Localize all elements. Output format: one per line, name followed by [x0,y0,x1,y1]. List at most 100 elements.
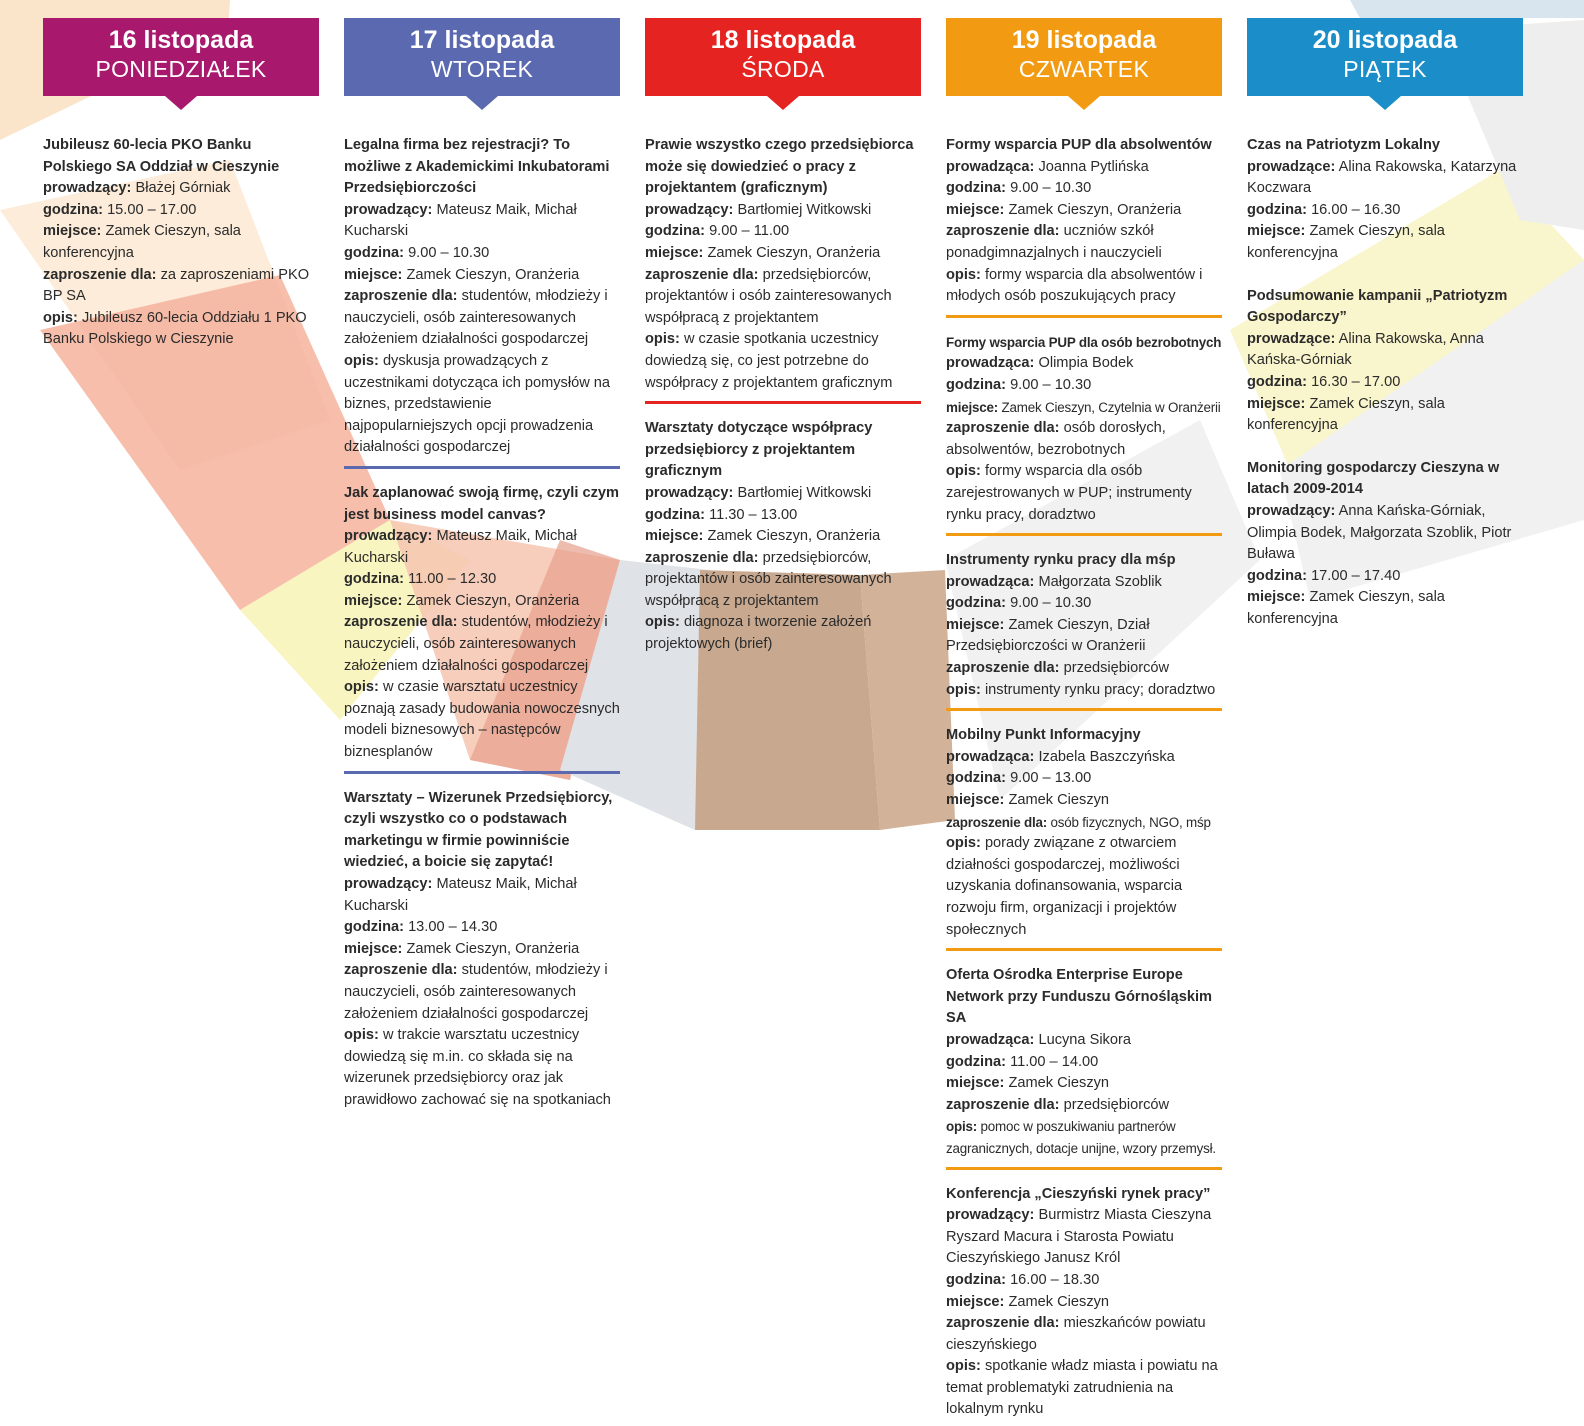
event-title: Jubileusz 60-lecia PKO Banku Polskiego S… [43,137,280,175]
place-label: miejsce: [946,399,998,415]
host-label: prowadząca: [946,1031,1035,1048]
event-title: Czas na Patriotyzm Lokalny [1247,137,1441,153]
event-invite: uczniów szkół ponadgimnazjalnych i naucz… [946,223,1162,261]
time-label: godzina: [1247,201,1307,218]
event-host: Izabela Baszczyńska [1038,748,1175,765]
event-desc: formy wsparcia dla osób zarejestrowanych… [946,463,1192,523]
event-item: Jubileusz 60-lecia PKO Banku Polskiego S… [43,135,319,351]
day-date: 20 listopada [1312,26,1458,54]
desc-label: opis: [645,614,680,631]
desc-label: opis: [946,1358,981,1375]
event-place: Zamek Cieszyn, sala konferencyjna [1247,589,1445,627]
event-host: Mateusz Maik, Michał Kucharski [344,876,577,914]
host-label: prowadzący: [946,1207,1035,1224]
event-title: Monitoring gospodarczy Cieszyna w latach… [1247,459,1500,498]
desc-label: opis: [344,1027,379,1044]
day-date: 16 listopada [108,26,254,54]
invite-label: zaproszenie dla: [946,660,1060,677]
event-item: Podsumowanie kampanii „Patriotyzm Gospod… [1247,286,1523,437]
event-title: Mobilny Punkt Informacyjny [946,727,1141,744]
event-place: Zamek Cieszyn, sala konferencyjna [43,223,241,261]
event-desc: w czasie warsztatu uczestnicy poznają za… [344,679,620,761]
time-label: godzina: [1247,373,1307,390]
event-item: Jak zaplanować swoją firmę, czyli czym j… [344,483,620,764]
event-invite: przedsiębiorców, projektantów i osób zai… [645,266,892,326]
time-label: godzina: [946,180,1006,197]
event-place: Zamek Cieszyn, sala konferencyjna [1247,223,1445,261]
place-label: miejsce: [1247,223,1306,240]
event-desc: diagnoza i tworzenie założeń projektowyc… [645,614,872,653]
time-label: godzina: [43,201,103,218]
place-label: miejsce: [946,616,1005,633]
host-label: prowadzący: [344,528,433,545]
place-label: miejsce: [344,592,403,609]
event-time: 11.00 – 14.00 [1010,1053,1099,1070]
event-desc: Jubileusz 60-lecia Oddziału 1 PKO Banku … [43,309,307,348]
event-item: Legalna firma bez rejestracji? To możliw… [344,135,620,459]
event-title: Prawie wszystko czego przedsiębiorca moż… [645,137,914,197]
place-label: miejsce: [946,1075,1005,1092]
place-label: miejsce: [344,940,403,957]
event-time: 13.00 – 14.30 [408,919,498,936]
invite-label: zaproszenie dla: [344,614,458,631]
desc-label: opis: [946,835,981,852]
event-invite: mieszkańców powiatu cieszyńskiego [946,1315,1206,1353]
event-host: Błażej Górniak [135,180,231,197]
event-title: Formy wsparcia PUP dla osób bezrobotnych [946,334,1222,350]
desc-label: opis: [946,463,981,480]
day-column-wednesday: 18 listopada ŚRODA Prawie wszystko czego… [645,18,921,656]
event-host: Mateusz Maik, Michał Kucharski [344,528,577,566]
event-title: Konferencja „Cieszyński rynek pracy” [946,1185,1211,1202]
place-label: miejsce: [344,266,403,283]
place-label: miejsce: [645,528,704,545]
desc-label: opis: [645,331,680,348]
time-label: godzina: [645,223,705,240]
event-item: Czas na Patriotyzm Lokalny prowadzące: A… [1247,135,1523,265]
event-desc: dyskusja prowadzących z uczestnikami dot… [344,352,611,456]
event-divider [344,770,620,774]
day-column-thursday: 19 listopada CZWARTEK Formy wsparcia PUP… [946,18,1222,1421]
event-title: Legalna firma bez rejestracji? To możliw… [344,137,610,197]
event-divider [946,948,1222,952]
event-host: Olimpia Bodek [1038,355,1134,372]
invite-label: zaproszenie dla: [344,288,458,305]
event-time: 9.00 – 10.30 [1010,180,1092,197]
time-label: godzina: [344,244,404,261]
day-column-monday: 16 listopada PONIEDZIAŁEK Jubileusz 60-l… [43,18,319,351]
event-place: Zamek Cieszyn [1008,1075,1110,1092]
event-place: Zamek Cieszyn, Oranżeria [707,528,881,545]
day-header-wednesday: 18 listopada ŚRODA [645,18,921,110]
event-invite: osób dorosłych, absolwentów, bezrobotnyc… [946,420,1166,458]
host-label: prowadzące: [1247,330,1336,347]
event-desc: spotkanie władz miasta i powiatu na tema… [946,1358,1218,1418]
event-place: Zamek Cieszyn, Oranżeria [406,940,580,957]
event-host: Lucyna Sikora [1038,1031,1131,1048]
desc-label: opis: [344,679,379,696]
invite-label: zaproszenie dla: [344,962,458,979]
event-item: Prawie wszystko czego przedsiębiorca moż… [645,135,921,394]
day-header-friday: 20 listopada PIĄTEK [1247,18,1523,110]
day-header-thursday: 19 listopada CZWARTEK [946,18,1222,110]
event-time: 16.30 – 17.00 [1311,373,1401,390]
desc-label: opis: [946,266,981,283]
event-item: Konferencja „Cieszyński rynek pracy” pro… [946,1184,1222,1422]
event-item: Formy wsparcia PUP dla absolwentów prowa… [946,135,1222,308]
event-place: Zamek Cieszyn, Oranżeria [1008,201,1182,218]
event-title: Oferta Ośrodka Enterprise Europe Network… [946,967,1212,1027]
day-weekday: PIĄTEK [1343,56,1427,82]
day-date: 18 listopada [710,26,856,54]
event-time: 9.00 – 10.30 [408,244,490,261]
time-label: godzina: [946,1053,1006,1070]
event-item: Warsztaty – Wizerunek Przedsiębiorcy, cz… [344,788,620,1112]
time-label: godzina: [344,919,404,936]
event-place: Zamek Cieszyn, sala konferencyjna [1247,395,1445,434]
host-label: prowadzący: [43,180,132,197]
time-label: godzina: [946,376,1006,393]
event-time: 11.30 – 13.00 [709,506,798,523]
event-invite: studentów, młodzieży i nauczycieli, osób… [344,288,608,348]
event-time: 16.00 – 18.30 [1010,1271,1100,1288]
event-title: Formy wsparcia PUP dla absolwentów [946,137,1212,153]
event-divider [946,1166,1222,1170]
event-divider [645,401,921,405]
